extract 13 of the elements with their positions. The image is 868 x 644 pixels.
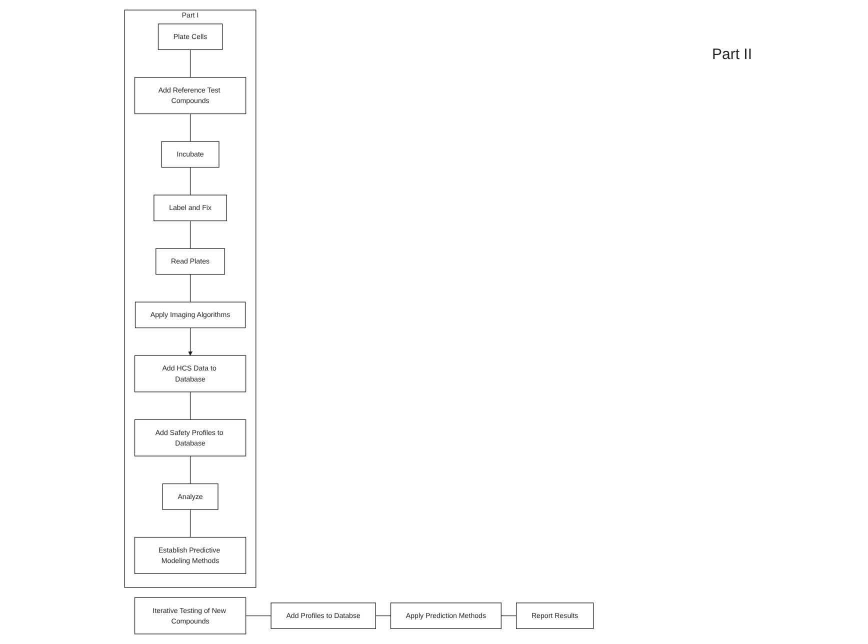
connector (190, 274, 191, 302)
connector (245, 615, 272, 616)
connector (190, 166, 191, 196)
connector (190, 509, 191, 538)
connector (190, 392, 191, 420)
section-heading: Part II (712, 46, 754, 63)
connector (190, 113, 191, 142)
connector (500, 615, 517, 616)
arrow (188, 327, 192, 356)
connector (190, 456, 191, 484)
connector (190, 220, 191, 249)
connector (375, 615, 392, 616)
connector (190, 49, 191, 78)
